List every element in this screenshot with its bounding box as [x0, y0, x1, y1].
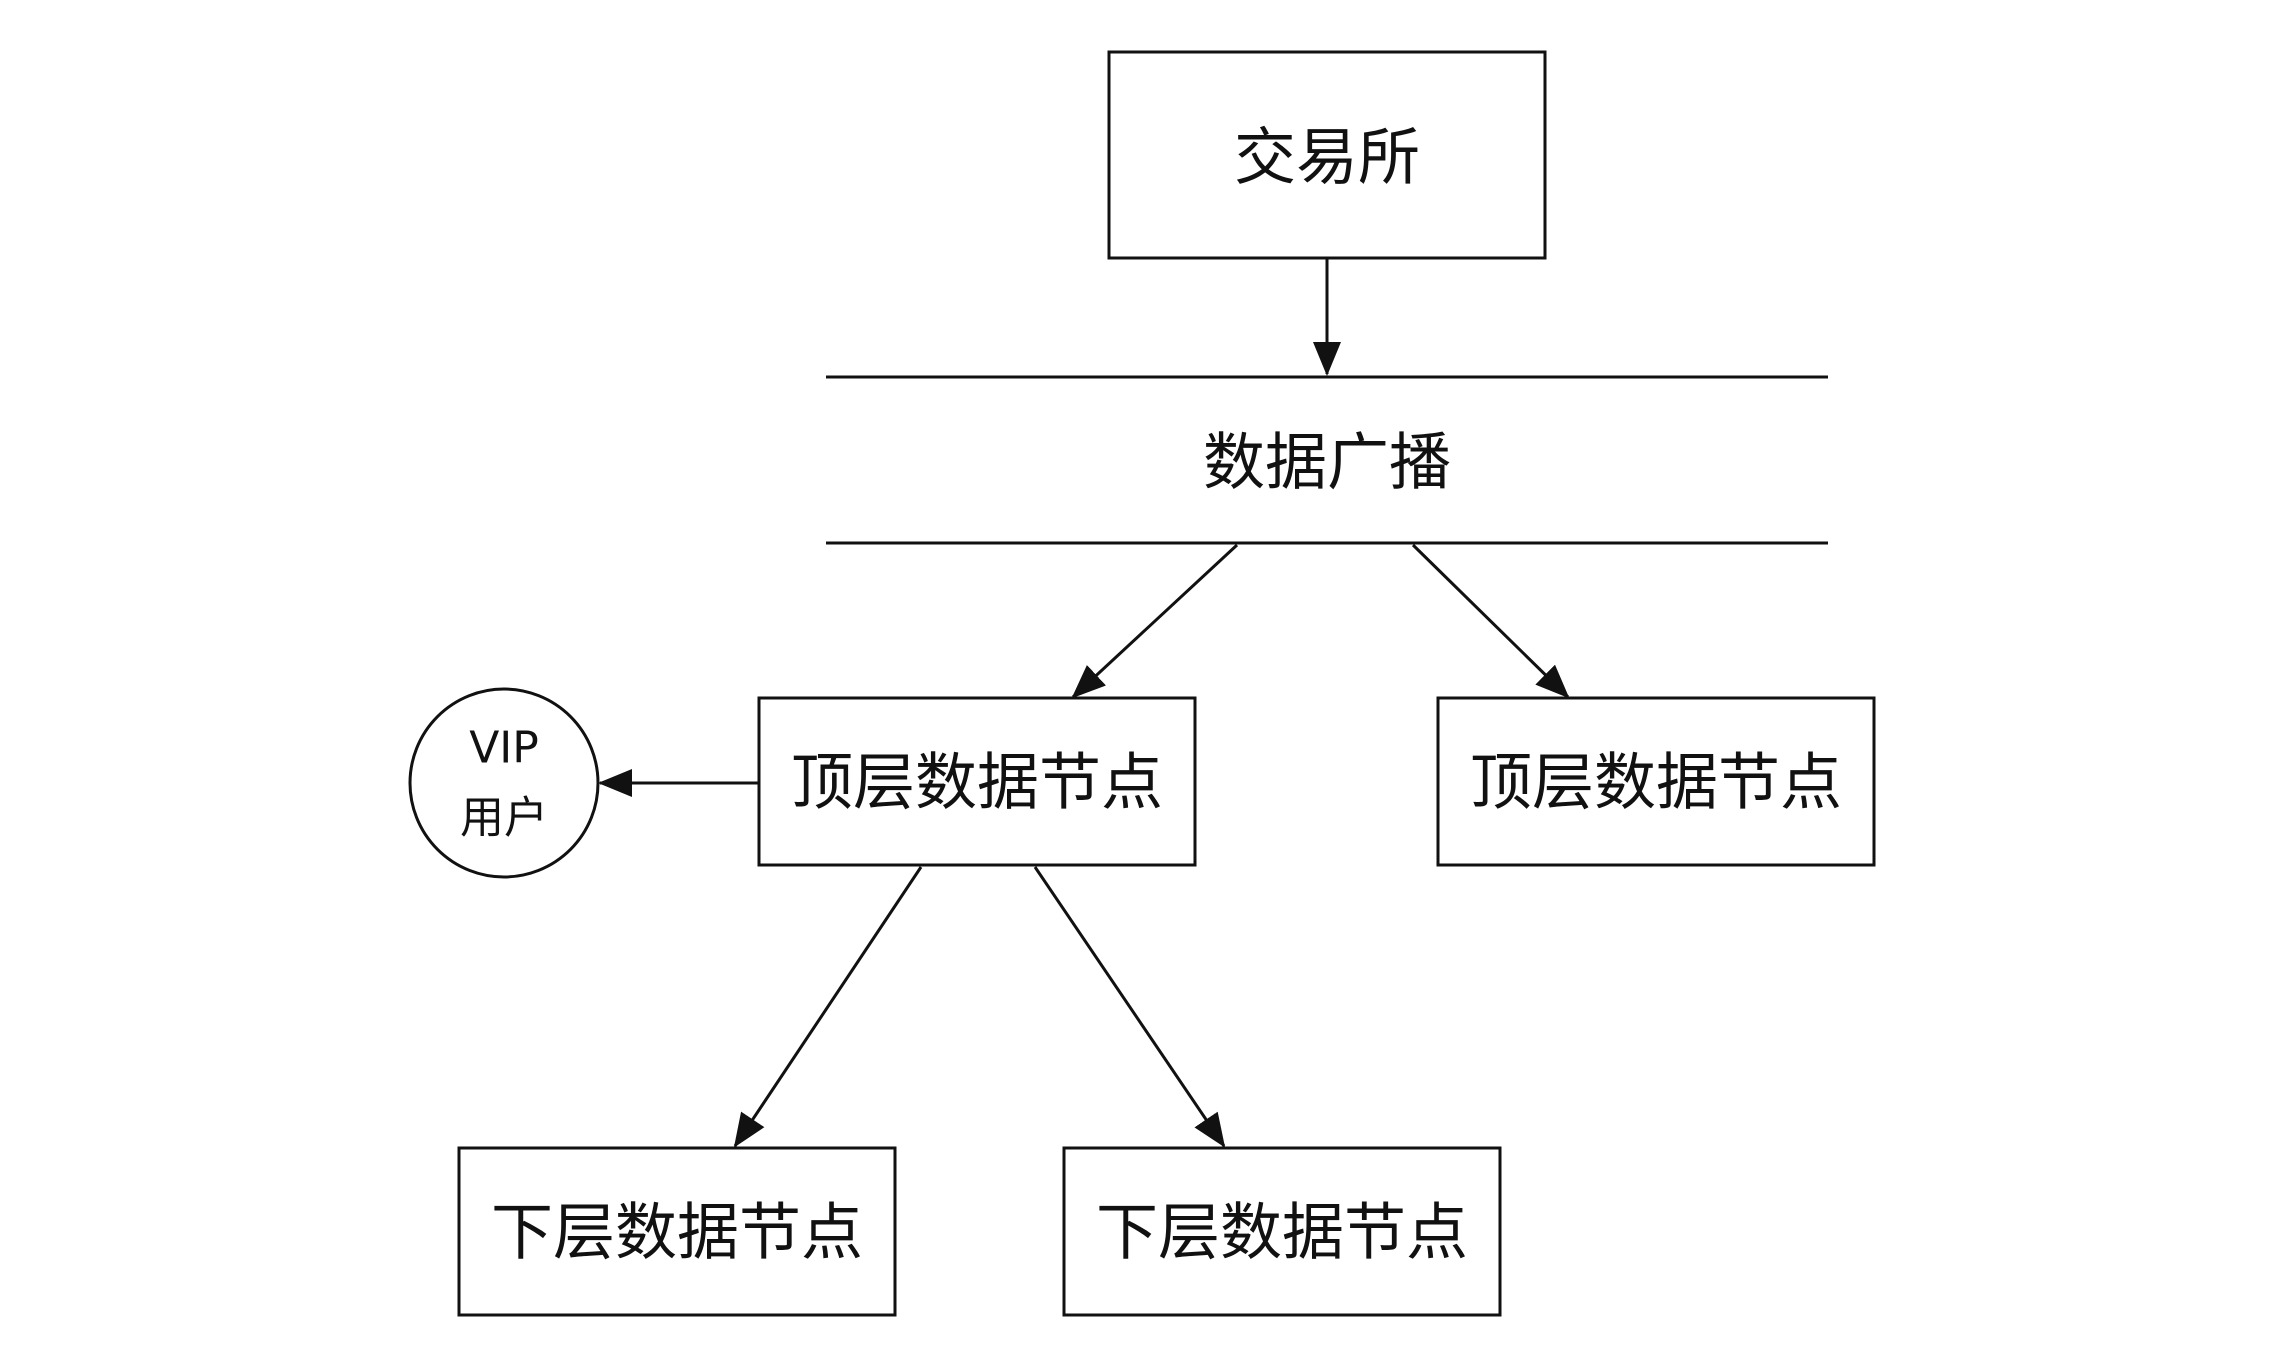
- top-node-left: 顶层数据节点: [757, 696, 1197, 867]
- arrow-top-left-to-lower-right: [1033, 866, 1226, 1148]
- lower-node-right-label: 下层数据节点: [1096, 1196, 1468, 1269]
- top-node-left-label: 顶层数据节点: [791, 746, 1163, 819]
- vip-user-node: VIP 用户: [408, 687, 600, 879]
- lower-node-left-label: 下层数据节点: [491, 1196, 863, 1269]
- broadcast-bus: 数据广播: [826, 375, 1828, 545]
- arrow-broadcast-to-top-right: [1411, 543, 1570, 699]
- exchange-node: 交易所: [1107, 50, 1547, 260]
- top-node-right: 顶层数据节点: [1436, 696, 1876, 867]
- vip-user-label-line2: 用户: [460, 793, 548, 844]
- vip-user-label-line1: VIP: [469, 723, 539, 774]
- lower-node-left: 下层数据节点: [457, 1146, 897, 1317]
- top-node-right-label: 顶层数据节点: [1470, 746, 1842, 819]
- broadcast-label: 数据广播: [1203, 426, 1451, 499]
- lower-node-right: 下层数据节点: [1062, 1146, 1502, 1317]
- arrow-top-left-to-lower-left: [733, 866, 923, 1148]
- exchange-label: 交易所: [1234, 121, 1420, 194]
- arrow-broadcast-to-top-left: [1071, 543, 1239, 699]
